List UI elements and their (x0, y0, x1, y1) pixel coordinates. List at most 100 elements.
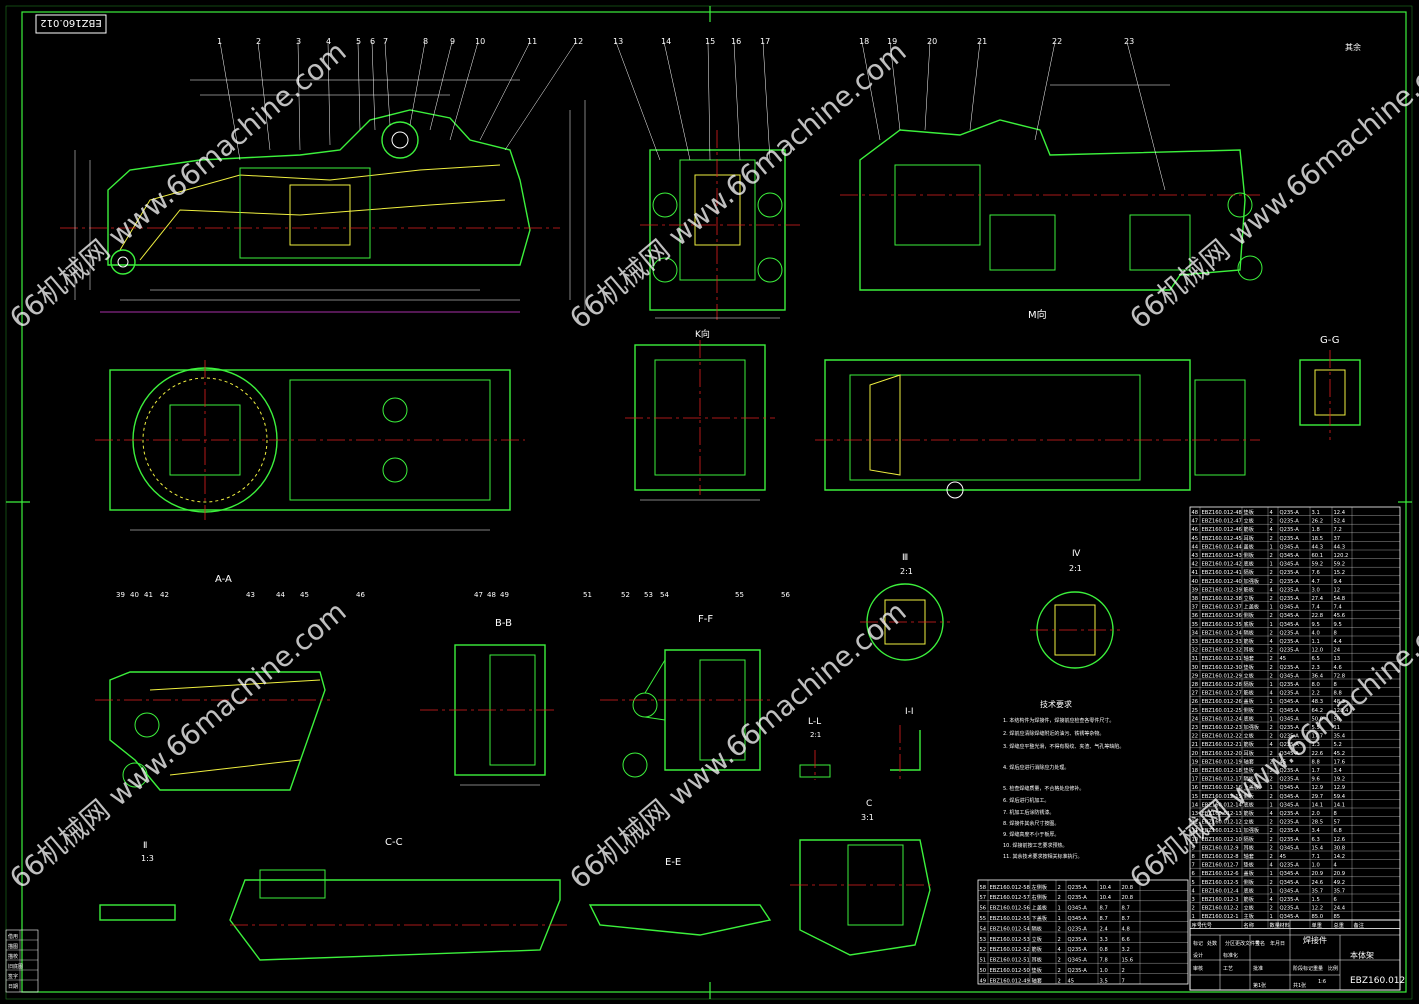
bom-cell: Q345-A (1280, 880, 1300, 886)
bom-cell: 2 (1270, 553, 1273, 559)
tb-row-standard: 标准化 (1223, 952, 1238, 959)
part-number-5: 5 (356, 37, 361, 46)
bom-cell: 47 (1192, 519, 1199, 525)
bom-cell: 加强板 (1244, 577, 1260, 585)
bom-cell: Q235-A (1068, 895, 1088, 901)
part-number-15: 15 (705, 37, 715, 46)
bom-cell: 5.5 (1312, 725, 1320, 731)
bom-cell: 59.4 (1334, 794, 1346, 800)
bom-cell: 5 (1192, 880, 1195, 886)
bom-cell: 2 (1270, 656, 1273, 662)
tb-sheets: 共1张 (1293, 982, 1306, 989)
bom-cell: 14.2 (1334, 854, 1346, 860)
bom-cell: 1 (1192, 914, 1195, 920)
bom-cell: 52.4 (1334, 519, 1346, 525)
bom-cell: 120.2 (1334, 553, 1349, 559)
bom-cell: 37 (1192, 605, 1199, 611)
view-title-ee: E-E (665, 857, 681, 868)
cc-section-view (229, 869, 570, 961)
part-number-11: 11 (527, 37, 537, 46)
bom-cell: EBZ160.012-20 (1202, 751, 1242, 757)
bom-cell: 8.7 (1100, 916, 1108, 922)
view-title-k: K向 (695, 328, 710, 340)
bom-cell: 筋板 (1244, 525, 1255, 533)
bom-cell: 3.4 (1312, 828, 1321, 834)
bom-cell: Q345-A (1068, 916, 1088, 922)
bom-cell: 2 (1058, 937, 1061, 943)
bom-cell: 2 (1270, 837, 1273, 843)
bom-header-cell: 材料 (1280, 921, 1290, 929)
bom-cell: 8.0 (1312, 682, 1320, 688)
bom-cell: 45.6 (1334, 613, 1346, 619)
archive-trace: 描图 (8, 943, 18, 950)
bom-cell: 2 (1270, 665, 1273, 671)
bom-cell: Q345-A (1280, 605, 1300, 611)
bom-cell: 盖板 (1244, 542, 1255, 550)
part-number-55: 55 (735, 591, 744, 599)
bom-cell: 耳板 (1244, 534, 1255, 542)
ii-section-view (890, 725, 921, 780)
bom-cell: 24 (1334, 648, 1341, 654)
bom-cell: 31 (1192, 656, 1199, 662)
bom-cell: 2 (1058, 978, 1061, 984)
bom-cell: 45.2 (1334, 751, 1346, 757)
bom-cell: EBZ160.012-22 (1202, 734, 1242, 740)
bom-cell: 12.4 (1334, 510, 1346, 516)
part-number-23: 23 (1124, 37, 1134, 46)
bom-cell: Q345-A (1280, 673, 1300, 679)
left-archive-block (5, 929, 39, 993)
bom-cell: 2 (1058, 895, 1061, 901)
detail-title-3: Ⅲ (902, 553, 908, 563)
detail-c-view (790, 839, 935, 956)
bom-cell: 4 (1270, 527, 1274, 533)
part-number-9: 9 (450, 37, 455, 46)
bom-cell: 4 (1270, 863, 1274, 869)
bom-cell: 8.7 (1122, 906, 1130, 912)
bom-cell: EBZ160.012-54 (990, 926, 1031, 932)
bom-cell: EBZ160.012-37 (1202, 605, 1242, 611)
view-title-bb: B-B (495, 618, 512, 629)
tech-note-5: 5. 检查焊缝质量，不合格处应修补。 (1003, 785, 1084, 792)
bom-cell: 7 (1122, 978, 1125, 984)
part-number-48: 48 (487, 591, 496, 599)
bom-cell: 侧板 (1244, 878, 1255, 886)
bom-cell: 24.6 (1312, 880, 1324, 886)
part-number-12: 12 (573, 37, 583, 46)
tech-note-10: 10. 焊接前按工艺要求预热。 (1003, 842, 1068, 849)
bom-cell: Q345-A (1280, 544, 1300, 550)
bom-cell: 4 (1192, 888, 1196, 894)
bom-cell: 12 (1334, 587, 1341, 593)
bom-cell: 耳板 (1244, 843, 1255, 851)
tb-col-zone: 分区 (1225, 940, 1235, 947)
bom-cell: Q345-A (1068, 958, 1088, 964)
bom-cell: EBZ160.012-19 (1202, 759, 1242, 765)
bom-cell: 8 (1334, 630, 1337, 636)
tech-note-11: 11. 其余技术要求按相关标准执行。 (1003, 853, 1083, 860)
bom-cell: 28 (1192, 682, 1199, 688)
bom-cell: 1 (1270, 888, 1273, 894)
bom-cell: 盖板 (1244, 869, 1255, 877)
bom-cell: 1 (1270, 605, 1273, 611)
bom-cell: Q235-A (1280, 519, 1300, 525)
bom-cell: 筋板 (1244, 895, 1255, 903)
part-number-56: 56 (781, 591, 790, 599)
drawing-stamp (35, 14, 107, 34)
bom-cell: 48.3 (1334, 699, 1346, 705)
ee-section-view (588, 904, 772, 936)
bom-cell: 22.6 (1312, 751, 1324, 757)
bom-cell: 4 (1270, 510, 1274, 516)
tb-row-approve: 批准 (1253, 965, 1263, 972)
bom-cell: 下盖板 (1032, 914, 1048, 922)
